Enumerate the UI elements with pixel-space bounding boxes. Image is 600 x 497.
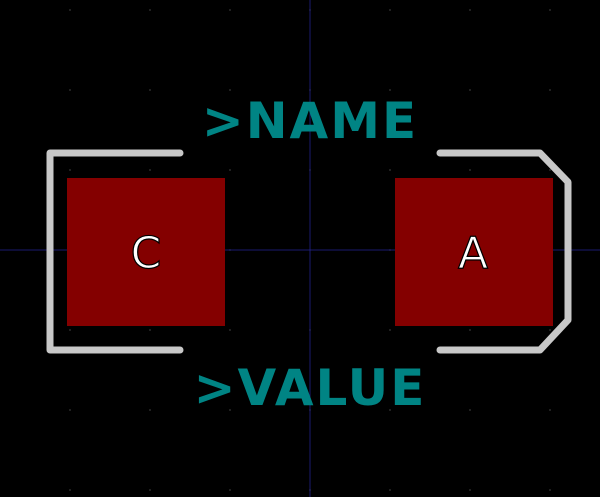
grid-dot: [229, 489, 231, 491]
grid-dot: [69, 329, 71, 331]
grid-dot: [149, 329, 151, 331]
silkscreen-right-bracket: [436, 149, 572, 354]
grid-dot: [469, 89, 471, 91]
grid-dot: [549, 409, 551, 411]
grid-dot: [549, 169, 551, 171]
grid-dot: [389, 409, 391, 411]
name-field-label[interactable]: >NAME: [202, 92, 418, 150]
grid-dot: [549, 489, 551, 491]
grid-dot: [469, 169, 471, 171]
pad-cathode-label: C: [131, 228, 162, 279]
grid-dot: [389, 89, 391, 91]
grid-dot: [549, 89, 551, 91]
grid-dot: [389, 9, 391, 11]
grid-dot: [69, 409, 71, 411]
pad-cathode[interactable]: [67, 178, 225, 326]
grid-dot: [469, 489, 471, 491]
grid-dot: [229, 409, 231, 411]
grid-dot: [469, 329, 471, 331]
grid-dot: [389, 489, 391, 491]
grid-dot: [149, 409, 151, 411]
grid-dot: [149, 9, 151, 11]
grid-dot: [229, 329, 231, 331]
grid-dot: [229, 169, 231, 171]
grid-dot: [469, 409, 471, 411]
grid-dot: [549, 329, 551, 331]
grid-dot: [69, 489, 71, 491]
grid-dot: [149, 89, 151, 91]
grid-dot: [549, 9, 551, 11]
grid-dot: [389, 329, 391, 331]
grid-dot: [149, 169, 151, 171]
pad-anode[interactable]: [395, 178, 553, 326]
grid-dot: [69, 169, 71, 171]
grid-dot: [229, 9, 231, 11]
grid-dot: [149, 489, 151, 491]
grid-dot: [469, 9, 471, 11]
grid-dot: [69, 89, 71, 91]
value-field-label[interactable]: >VALUE: [194, 359, 427, 417]
grid-dot: [389, 169, 391, 171]
pad-anode-label: A: [458, 228, 488, 279]
grid-dot: [69, 9, 71, 11]
silkscreen-left-bracket: [46, 149, 184, 354]
grid-dot: [229, 89, 231, 91]
